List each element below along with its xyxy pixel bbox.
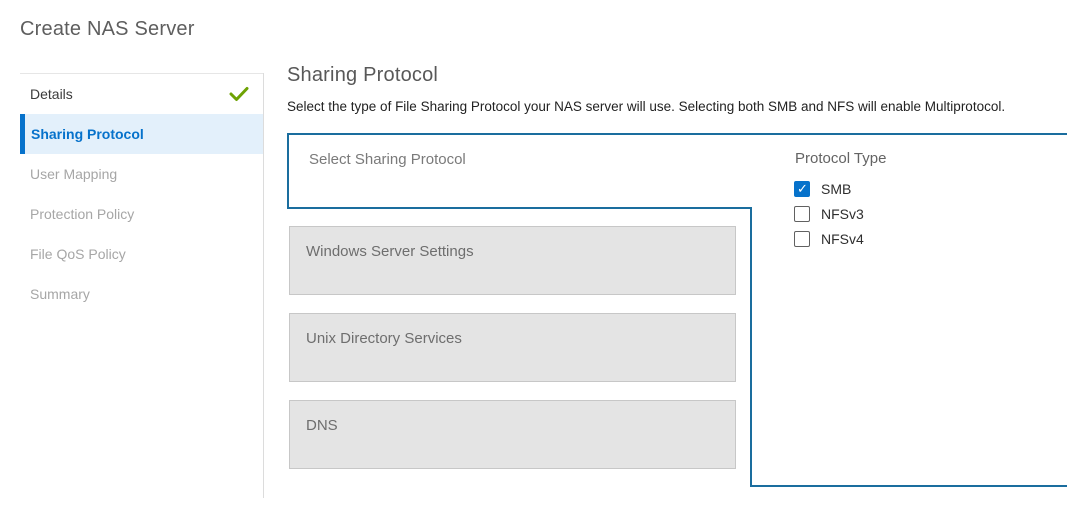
nfsv3-checkbox-row[interactable]: NFSv3 [794, 205, 864, 223]
sidebar-divider [263, 73, 264, 498]
selection-outline-notch [287, 207, 752, 209]
smb-checkbox[interactable] [794, 181, 810, 197]
sidebar-item-label: Protection Policy [30, 206, 135, 222]
sidebar-item-file-qos-policy[interactable]: File QoS Policy [20, 234, 263, 274]
nfsv4-checkbox-label: NFSv4 [821, 231, 864, 247]
sidebar-item-label: Details [30, 86, 73, 102]
sidebar-item-sharing-protocol[interactable]: Sharing Protocol [20, 114, 263, 154]
sidebar-item-label: Sharing Protocol [31, 126, 144, 142]
page-title: Create NAS Server [20, 18, 195, 40]
sidebar-item-protection-policy[interactable]: Protection Policy [20, 194, 263, 234]
sidebar-item-label: File QoS Policy [30, 246, 126, 262]
section-header-label: DNS [306, 417, 338, 434]
smb-checkbox-label: SMB [821, 181, 852, 197]
smb-checkbox-row[interactable]: SMB [794, 180, 851, 198]
selection-outline-bottom [750, 485, 1067, 487]
section-unix-directory-services[interactable]: Unix Directory Services [289, 313, 736, 382]
step-description: Select the type of File Sharing Protocol… [287, 99, 1006, 114]
sidebar-item-label: User Mapping [30, 166, 118, 182]
section-header-label: Unix Directory Services [306, 330, 462, 347]
protocol-type-label: Protocol Type [795, 150, 887, 167]
section-dns[interactable]: DNS [289, 400, 736, 469]
nfsv4-checkbox-row[interactable]: NFSv4 [794, 230, 864, 248]
nfsv4-checkbox[interactable] [794, 231, 810, 247]
nfsv3-checkbox-label: NFSv3 [821, 206, 864, 222]
section-header-label: Windows Server Settings [306, 243, 474, 260]
select-sharing-protocol-label: Select Sharing Protocol [309, 151, 466, 168]
selection-outline-top [287, 133, 1067, 135]
sidebar-item-label: Summary [30, 286, 90, 302]
sidebar-item-summary[interactable]: Summary [20, 274, 263, 314]
sidebar-item-user-mapping[interactable]: User Mapping [20, 154, 263, 194]
selection-outline-vertical [750, 207, 752, 487]
wizard-step-list: Details Sharing Protocol User Mapping Pr… [20, 73, 263, 314]
sidebar-item-details[interactable]: Details [20, 74, 263, 114]
selection-outline-left [287, 133, 289, 209]
step-complete-check-icon [229, 86, 249, 105]
step-heading: Sharing Protocol [287, 64, 439, 86]
nfsv3-checkbox[interactable] [794, 206, 810, 222]
section-windows-server-settings[interactable]: Windows Server Settings [289, 226, 736, 295]
